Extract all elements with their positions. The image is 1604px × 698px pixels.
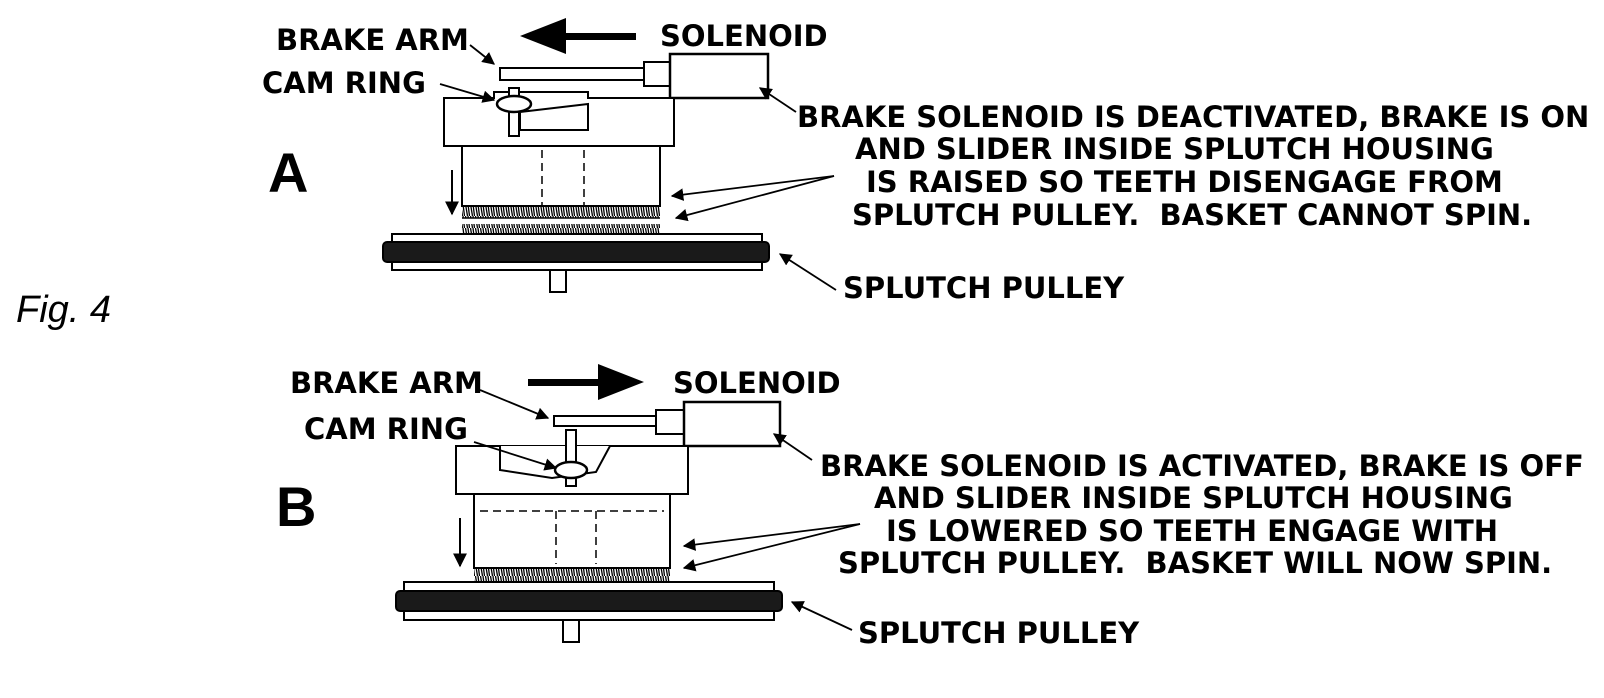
panel-a-letter: A [268, 141, 308, 204]
panel-a-solenoid-body [668, 52, 770, 100]
panel-a-slider-teeth [462, 206, 660, 218]
figure-label: Fig. 4 [16, 289, 111, 331]
panel-b-leader-lines [473, 389, 861, 631]
panel-b-splutch-housing [473, 493, 671, 569]
panel-b-brake-arm-label: BRAKE ARM [290, 366, 483, 400]
panel-a-description-line-4: SPLUTCH PULLEY. BASKET CANNOT SPIN. [852, 198, 1532, 232]
panel-b-description-line-3: IS LOWERED SO TEETH ENGAGE WITH [886, 514, 1498, 548]
panel-b-pulley-label: SPLUTCH PULLEY [858, 616, 1140, 650]
panel-b-letter: B [276, 475, 316, 538]
panel-a-description-line-1: BRAKE SOLENOID IS DEACTIVATED, BRAKE IS … [797, 100, 1589, 134]
panel-b-brake-arm [553, 415, 659, 427]
panel-b-engaged-teeth [474, 568, 670, 582]
panel-a-brake-arm-label: BRAKE ARM [276, 23, 469, 57]
panel-a-brake-arm [499, 67, 647, 81]
panel-b-description-line-2: AND SLIDER INSIDE SPLUTCH HOUSING [874, 481, 1513, 515]
panel-b-solenoid-label: SOLENOID [673, 366, 841, 400]
panel-b-cam-ring-label: CAM RING [304, 412, 468, 446]
panel-a-description-line-2: AND SLIDER INSIDE SPLUTCH HOUSING [855, 132, 1494, 166]
panel-a-belt [382, 241, 770, 263]
panel-b-direction-arrow [528, 364, 644, 400]
panel-b-cam-pin [565, 429, 577, 487]
panel-a-pulley-label: SPLUTCH PULLEY [843, 271, 1125, 305]
panel-a-solenoid-connector [643, 61, 673, 87]
panel-a-leader-lines [439, 44, 837, 291]
panel-b-description-line-4: SPLUTCH PULLEY. BASKET WILL NOW SPIN. [838, 546, 1552, 580]
panel-a-cam-ring-label: CAM RING [262, 66, 426, 100]
panel-a: A BRAKE ARM CAM RING SOLENOID [262, 18, 1589, 305]
panel-b-description-line-1: BRAKE SOLENOID IS ACTIVATED, BRAKE IS OF… [820, 449, 1584, 483]
panel-a-splutch-housing [461, 145, 661, 207]
panel-a-cam-ring [495, 94, 533, 114]
panel-b-belt [395, 590, 783, 612]
panel-b-shaft [562, 619, 580, 643]
panel-a-pulley-teeth [462, 224, 660, 234]
panel-a-description-line-3: IS RAISED SO TEETH DISENGAGE FROM [866, 165, 1503, 199]
panel-b-solenoid-body [682, 400, 782, 448]
panel-a-solenoid-label: SOLENOID [660, 19, 828, 53]
panel-b-solenoid-connector [655, 409, 685, 435]
panel-b: B BRAKE ARM CAM RING SOLENOID [276, 364, 1584, 650]
panel-a-direction-arrow [520, 18, 636, 54]
panel-b-cam-ring [553, 460, 589, 480]
panel-a-shaft [549, 269, 567, 293]
